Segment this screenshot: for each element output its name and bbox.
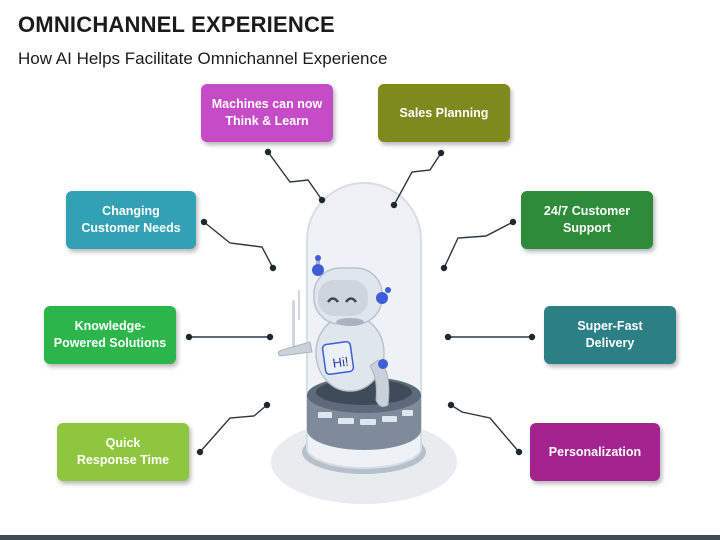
robot-right-arm: [369, 359, 390, 408]
page-title: OMNICHANNEL EXPERIENCE: [18, 12, 335, 37]
connector-sales: [393, 152, 442, 206]
robot-ear-dot: [385, 287, 391, 293]
connector-support: [443, 221, 514, 269]
robot-antenna-tip: [315, 255, 321, 261]
connector-dots: [185, 148, 536, 456]
robot-neck: [336, 318, 364, 326]
robot-left-arm: [277, 341, 313, 357]
robot-badge: [321, 340, 355, 376]
robot-shoulder-joint: [378, 359, 388, 369]
box-sales-planning: Sales Planning: [378, 84, 510, 142]
connector-lines: [189, 151, 532, 453]
connector-quick: [199, 404, 268, 453]
connector-personal: [450, 404, 520, 453]
box-customer-support: 24/7 Customer Support: [521, 191, 653, 249]
connector-changing: [203, 221, 274, 269]
box-fast-delivery: Super-Fast Delivery: [544, 306, 676, 364]
robot-ear: [376, 292, 388, 304]
robot-right-eye: [344, 297, 358, 303]
box-changing-needs: Changing Customer Needs: [66, 191, 196, 249]
glass-highlight: [292, 300, 295, 348]
robot-antenna-ball: [312, 264, 324, 276]
box-machines-think-learn: Machines can now Think & Learn: [201, 84, 333, 142]
base-segments: [318, 410, 413, 425]
robot-left-eye: [326, 297, 340, 303]
box-knowledge-solutions: Knowledge- Powered Solutions: [44, 306, 176, 364]
box-personalization: Personalization: [530, 423, 660, 481]
box-quick-response: Quick Response Time: [57, 423, 189, 481]
page-subtitle: How AI Helps Facilitate Omnichannel Expe…: [18, 49, 388, 68]
robot-face-visor: [318, 280, 368, 316]
connector-machines: [267, 151, 323, 201]
footer-bar: [0, 535, 720, 540]
glass-highlight-2: [298, 290, 300, 320]
robot-badge-text: Hi!: [332, 354, 350, 371]
